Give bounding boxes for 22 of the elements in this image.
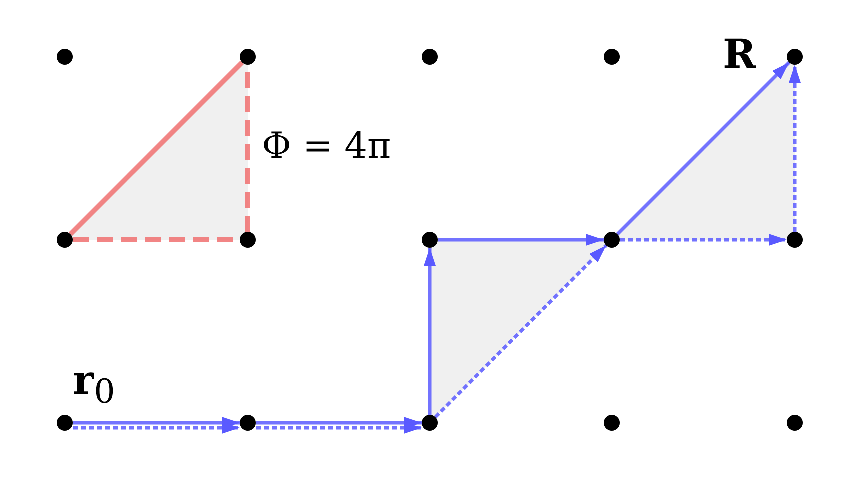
- vector-label: R: [723, 35, 756, 75]
- lattice-point: [604, 49, 620, 65]
- lattice-point: [422, 49, 438, 65]
- lattice-point: [787, 232, 803, 248]
- lattice-point: [57, 49, 73, 65]
- arrow: [789, 65, 801, 232]
- lattice-point: [604, 415, 620, 431]
- arrow: [620, 234, 787, 246]
- lattice-point: [57, 232, 73, 248]
- arrow: [424, 248, 436, 415]
- lattice-point: [240, 415, 256, 431]
- lattice-point: [787, 49, 803, 65]
- lattice-point: [422, 415, 438, 431]
- lattice-point: [57, 415, 73, 431]
- lattice-point: [422, 232, 438, 248]
- lattice-point: [604, 232, 620, 248]
- vector-label: r$_{0}$: [73, 361, 116, 408]
- arrow: [438, 234, 604, 246]
- lattice-point: [787, 415, 803, 431]
- edge-label: Φ = 4π: [262, 128, 392, 164]
- lattice-point: [240, 49, 256, 65]
- lattice-point: [240, 232, 256, 248]
